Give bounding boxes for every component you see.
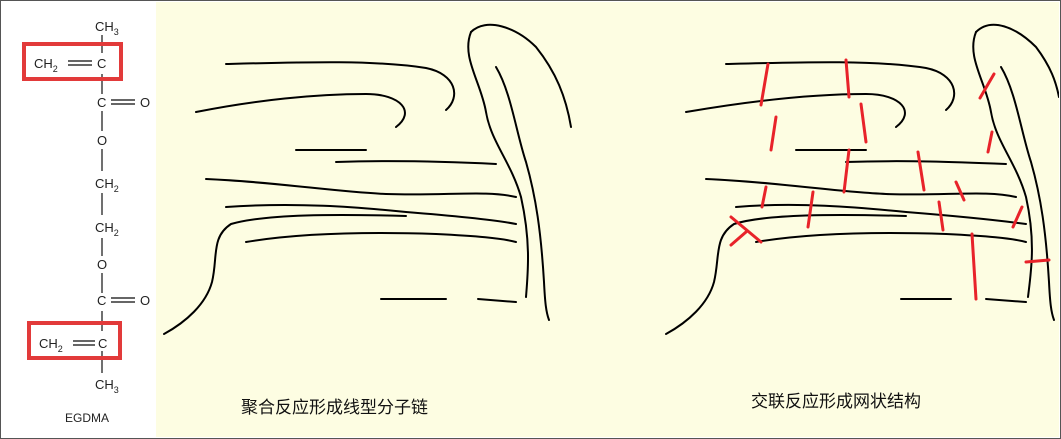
label-c-bottom: C — [98, 336, 107, 351]
label-ch2-mid-1: CH2 — [95, 176, 119, 194]
network-chains — [665, 23, 1059, 335]
label-c-carbonyl-bottom: C — [97, 293, 106, 308]
diagram-panel — [156, 2, 1059, 437]
highlight-box-top — [22, 42, 123, 81]
crosslinks — [729, 58, 1051, 301]
chains-diagram — [163, 23, 1059, 335]
linear-chains — [163, 23, 572, 335]
egdma-structure: CH3 CH2 C C O O CH2 CH2 O C O CH2 C CH3 … — [22, 19, 150, 425]
label-ch2-top: CH2 — [34, 56, 58, 74]
highlight-box-bottom — [27, 321, 122, 360]
label-ch3-top: CH3 — [95, 19, 119, 37]
bond-lines — [68, 35, 135, 373]
label-c-carbonyl-top: C — [97, 95, 106, 110]
caption-network-structure: 交联反应形成网状结构 — [751, 392, 921, 412]
label-o-ester-bottom: O — [97, 257, 107, 272]
label-c-top: C — [97, 56, 106, 71]
label-o-carbonyl-bottom: O — [140, 293, 150, 308]
molecule-name: EGDMA — [65, 411, 109, 425]
caption-linear-chain: 聚合反应形成线型分子链 — [241, 398, 428, 418]
label-ch2-mid-2: CH2 — [95, 220, 119, 238]
label-ch3-bottom: CH3 — [95, 377, 119, 395]
label-o-ester-top: O — [97, 133, 107, 148]
label-ch2-bottom: CH2 — [39, 336, 63, 354]
label-o-carbonyl-top: O — [140, 95, 150, 110]
